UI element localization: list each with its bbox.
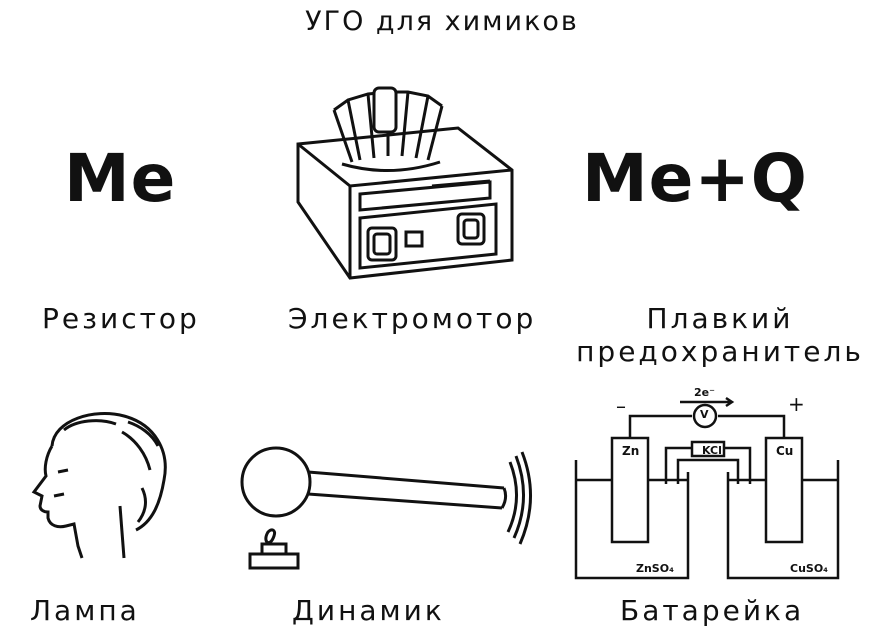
resistor-label: Резистор (42, 302, 200, 335)
battery-minus-sign: – (616, 394, 626, 418)
fuse-label: Плавкий предохранитель (560, 302, 880, 368)
voltmeter-label: V (700, 408, 709, 421)
galvanic-cell-icon (568, 386, 848, 586)
resistor-symbol: Me (64, 140, 177, 217)
electrons-label: 2e⁻ (694, 386, 715, 399)
speaker-label: Динамик (292, 594, 445, 627)
left-solution-label: ZnSO₄ (636, 562, 674, 575)
fuse-label-line1: Плавкий (646, 302, 794, 335)
battery-label: Батарейка (620, 594, 805, 627)
page-title: УГО для химиков (305, 6, 579, 37)
right-solution-label: CuSO₄ (790, 562, 828, 575)
flask-burner-icon (236, 436, 536, 576)
fuse-label-line2: предохранитель (576, 335, 864, 369)
fuse-symbol: Me+Q (582, 140, 808, 217)
cathode-label: Cu (776, 444, 794, 458)
lamp-label: Лампа (30, 594, 140, 627)
anode-label: Zn (622, 444, 640, 458)
centrifuge-icon (290, 82, 530, 282)
battery-plus-sign: + (788, 392, 805, 416)
head-profile-icon (24, 410, 174, 560)
motor-label: Электромотор (288, 302, 537, 335)
salt-bridge-label: KCl (702, 444, 722, 457)
